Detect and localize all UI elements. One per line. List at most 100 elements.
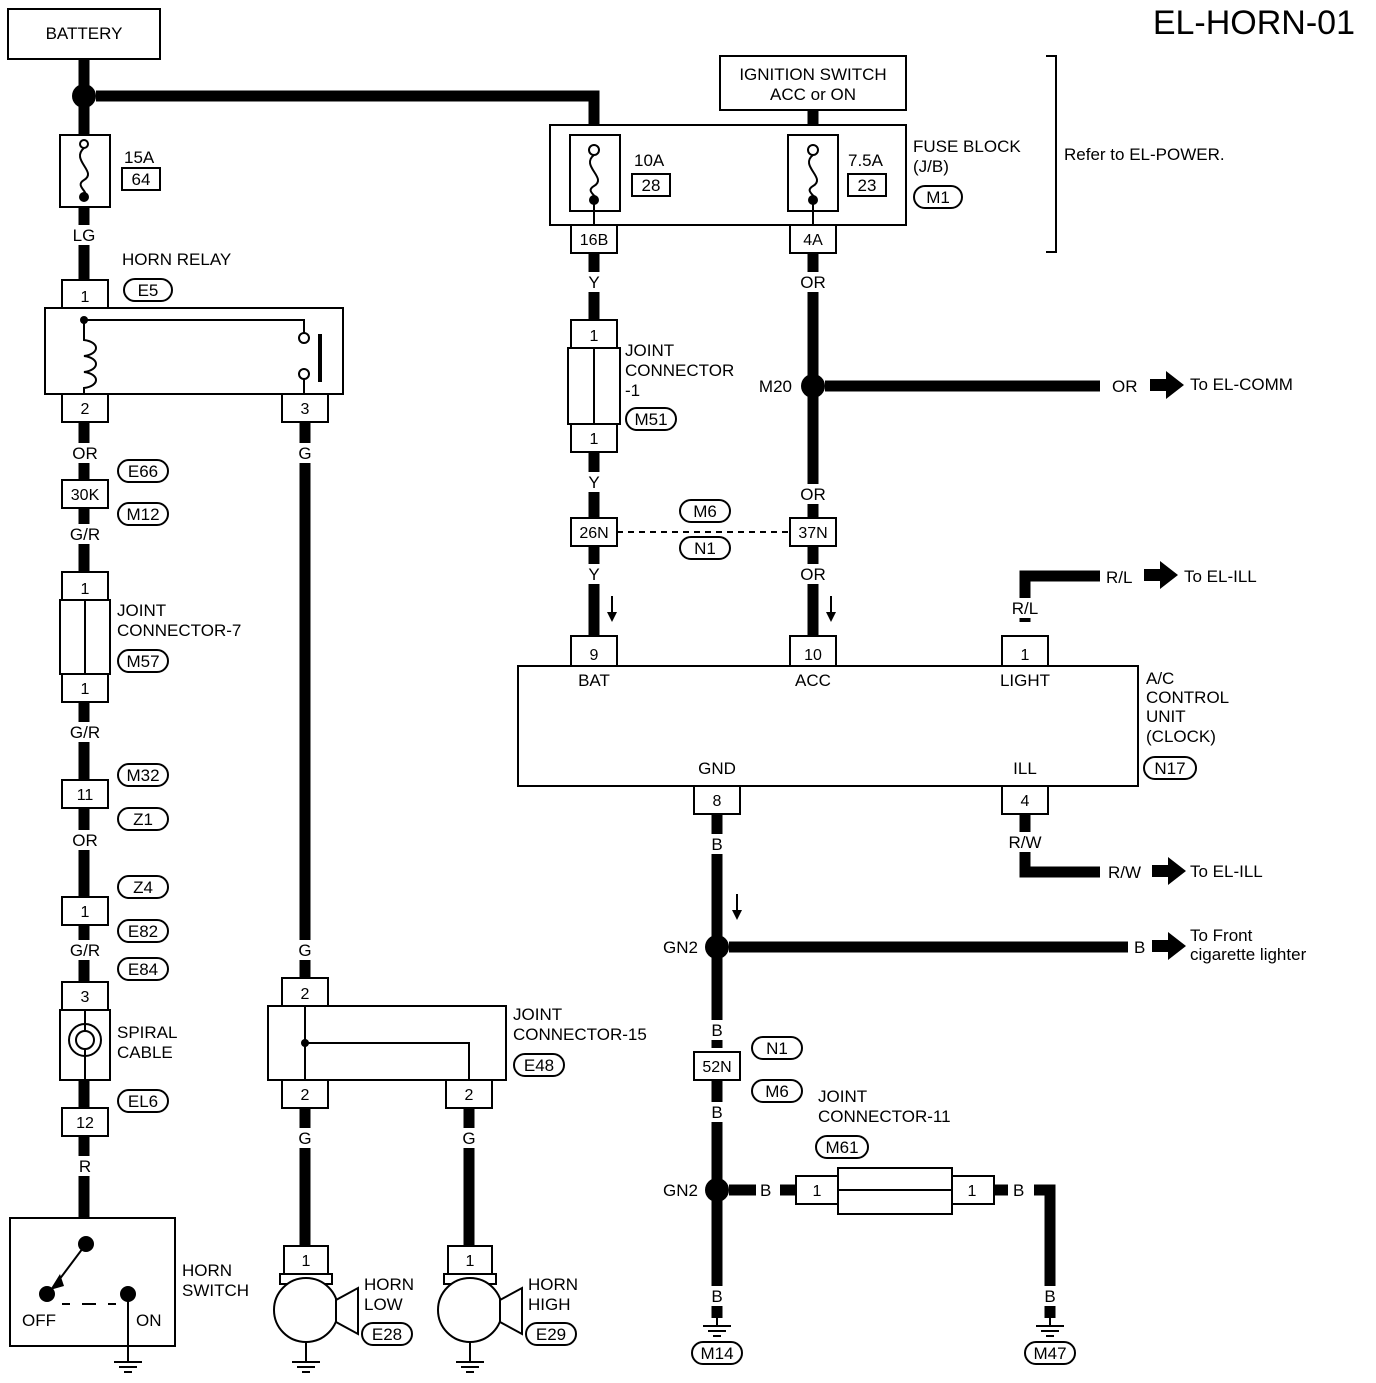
arrow-el-comm (1150, 371, 1184, 399)
spiral-label-2: CABLE (117, 1043, 173, 1062)
svg-text:2: 2 (81, 401, 90, 418)
ignition-label-1: IGNITION SWITCH (739, 65, 886, 84)
ac-pin-label-acc: ACC (795, 671, 831, 690)
horn-low-label-1: HORN (364, 1275, 414, 1294)
joint15-pin-bottom-2: 2 (465, 1087, 474, 1104)
joint7-pin-top: 1 (81, 581, 90, 598)
ac-pin-8 (693, 785, 741, 815)
svg-text:4A: 4A (803, 232, 823, 249)
wire-color-y-3: Y (588, 565, 599, 584)
arrow-el-ill-1 (1144, 561, 1178, 589)
joint11-pin-right: 1 (968, 1183, 977, 1200)
horn-high-label-2: HIGH (528, 1295, 571, 1314)
wire-color-gr-3: G/R (70, 941, 100, 960)
conn-n1-2: N1 (766, 1039, 788, 1058)
conn-e84: E84 (128, 960, 158, 979)
joint7-pin-bottom: 1 (81, 681, 90, 698)
wire-color-or-1: OR (72, 444, 98, 463)
wire-color-b-8: B (1044, 1287, 1055, 1306)
conn-n1: N1 (694, 539, 716, 558)
conn-11 (61, 779, 109, 809)
svg-text:1: 1 (81, 904, 90, 921)
conn-30k (61, 479, 109, 509)
splice-m20 (801, 374, 825, 398)
battery-box (7, 8, 161, 60)
wire-color-rl-2: R/L (1012, 599, 1038, 618)
conn-m6: M6 (693, 502, 717, 521)
horn-high-body (437, 1277, 503, 1343)
ac-pin-label-light: LIGHT (1000, 671, 1050, 690)
joint15-label-2: CONNECTOR-15 (513, 1025, 647, 1044)
svg-text:37N: 37N (798, 525, 827, 542)
wire-color-or-3: OR (800, 273, 826, 292)
wire-color-g-4: G (462, 1129, 475, 1148)
splice-gn2-label-2: GN2 (663, 1181, 698, 1200)
ac-pin-1 (1001, 635, 1049, 667)
ground-m14: M14 (700, 1344, 733, 1363)
horn-low-label-2: LOW (364, 1295, 403, 1314)
conn-e66: E66 (128, 462, 158, 481)
ac-pin-label-gnd: GND (698, 759, 736, 778)
conn-m12: M12 (126, 505, 159, 524)
horn-switch-off: OFF (22, 1311, 56, 1330)
horn-switch-label-2: SWITCH (182, 1281, 249, 1300)
power-bracket (1046, 55, 1057, 253)
wire-color-g-2: G (298, 941, 311, 960)
wire-color-g-3: G (298, 1129, 311, 1148)
svg-text:9: 9 (590, 647, 599, 664)
svg-text:12: 12 (76, 1115, 94, 1132)
horn-relay-coil (83, 320, 97, 394)
svg-text:26N: 26N (579, 525, 608, 542)
wire-color-gr-2: G/R (70, 723, 100, 742)
wire-color-lg: LG (73, 226, 96, 245)
conn-e48: E48 (524, 1056, 554, 1075)
horn-low-pin: 1 (302, 1253, 311, 1270)
ac-pin-label-bat: BAT (578, 671, 610, 690)
horn-relay-conn: E5 (138, 281, 159, 300)
refer-el-power: Refer to EL-POWER. (1064, 145, 1225, 164)
svg-text:16B: 16B (580, 232, 608, 249)
splice-m20-label: M20 (759, 377, 792, 396)
horn-high-label-1: HORN (528, 1275, 578, 1294)
conn-e29: E29 (536, 1325, 566, 1344)
svg-text:10: 10 (804, 647, 822, 664)
fuse-23-amp: 7.5A (848, 151, 884, 170)
ref-lighter-2: cigarette lighter (1190, 945, 1307, 964)
fuse-block-pin-4a (789, 224, 837, 254)
current-arrow-acc (826, 612, 836, 622)
conn-52n (693, 1051, 741, 1081)
ground-m47: M47 (1033, 1344, 1066, 1363)
battery-label: BATTERY (46, 24, 123, 43)
wire-color-b-2: B (1134, 938, 1145, 957)
horn-high-pin: 1 (466, 1253, 475, 1270)
splice-gn2-1 (705, 935, 729, 959)
spiral-label-1: SPIRAL (117, 1023, 177, 1042)
joint1-pin-top: 1 (590, 328, 599, 345)
ac-unit-label-2: CONTROL (1146, 688, 1229, 707)
battery-splice (72, 84, 96, 108)
wire-color-or-2: OR (72, 831, 98, 850)
wire-color-or-6: OR (800, 565, 826, 584)
conn-37n (789, 517, 837, 547)
wire-battery-to-fuse-28 (96, 90, 600, 135)
ref-lighter-1: To Front (1190, 926, 1253, 945)
fuse-64-element (78, 147, 90, 197)
fuse-28-amp: 10A (634, 151, 665, 170)
joint11-label-2: CONNECTOR-11 (818, 1107, 951, 1126)
wire-color-r: R (79, 1157, 91, 1176)
arrow-lighter (1152, 932, 1186, 960)
joint1-label-2: CONNECTOR (625, 361, 734, 380)
conn-el6: EL6 (128, 1092, 158, 1111)
wire-color-b-3: B (711, 1021, 722, 1040)
wire-b-gnd-m47 (1034, 1184, 1056, 1318)
conn-e82: E82 (128, 922, 158, 941)
conn-m61: M61 (825, 1138, 858, 1157)
joint1-label-3: -1 (625, 381, 640, 400)
conn-m6-2: M6 (765, 1082, 789, 1101)
svg-text:4: 4 (1021, 793, 1030, 810)
wire-color-gr-1: G/R (70, 525, 100, 544)
joint1-pin-bottom: 1 (590, 431, 599, 448)
horn-switch-box (9, 1217, 176, 1347)
